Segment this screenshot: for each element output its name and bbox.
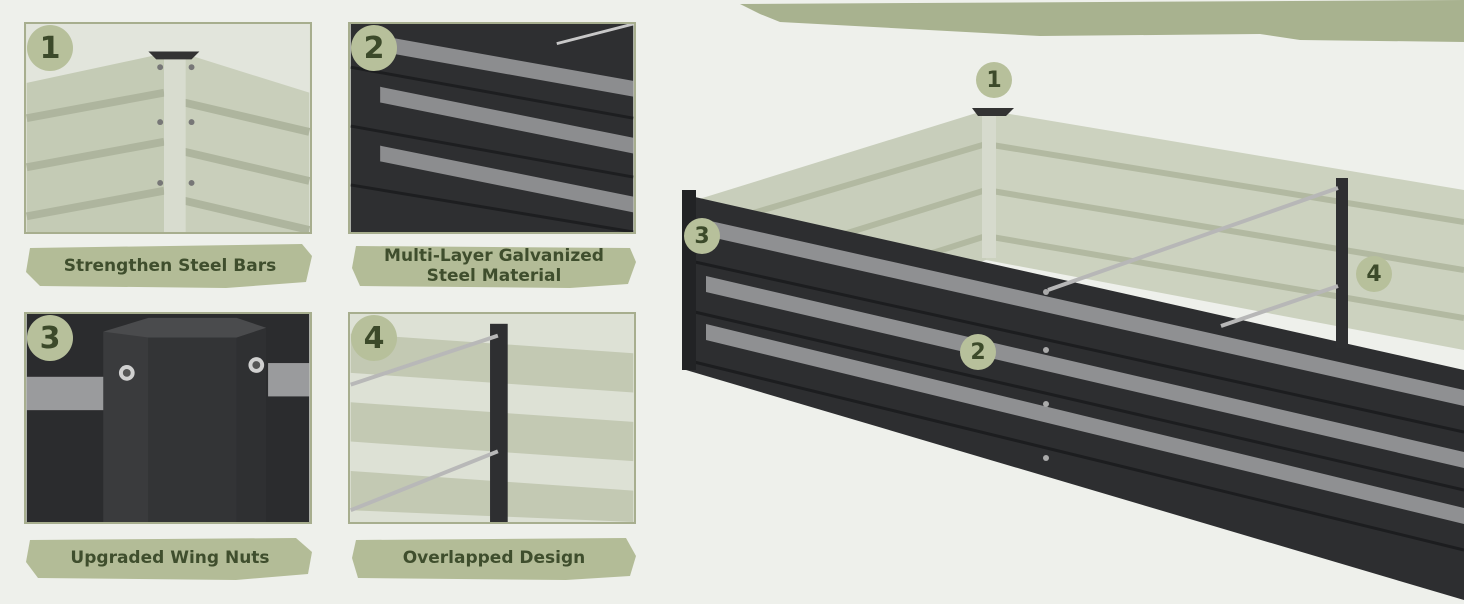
feature-number-badge: 3 bbox=[27, 315, 73, 361]
feature-panel-3: 3 bbox=[24, 312, 312, 524]
feature-panel-2: 2 bbox=[348, 22, 636, 234]
callout-badge-1: 1 bbox=[976, 62, 1012, 98]
top-brush-stroke bbox=[740, 0, 1464, 42]
feature-panel-1: 1 bbox=[24, 22, 312, 234]
feature-label-4: Overlapped Design bbox=[350, 534, 638, 582]
overlapped-design-image bbox=[350, 314, 634, 522]
feature-label-3: Upgraded Wing Nuts bbox=[26, 534, 314, 582]
feature-label-text: Multi-Layer Galvanized Steel Material bbox=[384, 246, 604, 286]
feature-number-badge: 1 bbox=[27, 25, 73, 71]
raised-garden-bed-image bbox=[676, 60, 1464, 600]
feature-label-2: Multi-Layer Galvanized Steel Material bbox=[350, 242, 638, 290]
wing-nut-closeup-image bbox=[26, 314, 310, 522]
callout-badge-3: 3 bbox=[684, 218, 720, 254]
feature-label-text: Upgraded Wing Nuts bbox=[70, 548, 270, 568]
feature-number-badge: 4 bbox=[351, 315, 397, 361]
feature-label-1: Strengthen Steel Bars bbox=[26, 242, 314, 290]
callout-badge-4: 4 bbox=[1356, 256, 1392, 292]
corner-bracket-closeup-image bbox=[26, 24, 310, 232]
galvanized-steel-layers-image bbox=[350, 24, 634, 232]
feature-number-badge: 2 bbox=[351, 25, 397, 71]
feature-label-text: Strengthen Steel Bars bbox=[63, 256, 277, 276]
callout-badge-2: 2 bbox=[960, 334, 996, 370]
feature-label-text: Overlapped Design bbox=[402, 548, 586, 568]
feature-panel-4: 4 bbox=[348, 312, 636, 524]
